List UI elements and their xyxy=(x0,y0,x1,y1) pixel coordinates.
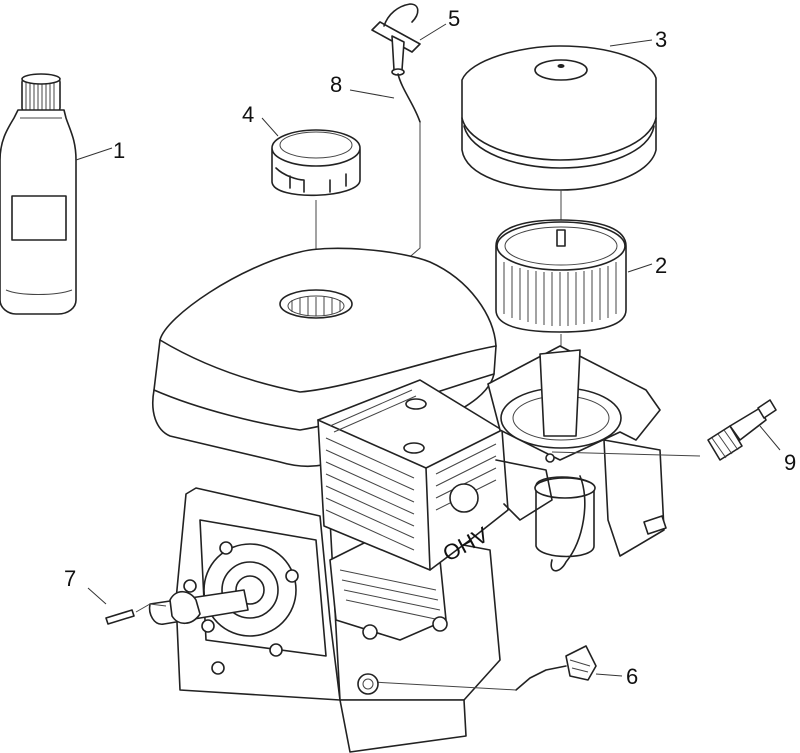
engine-assembly: OHV xyxy=(148,247,667,753)
air-filter-element-part xyxy=(495,219,627,436)
callout-8: 8 xyxy=(330,72,342,97)
callout-1: 1 xyxy=(113,138,125,163)
oil-bottle-part xyxy=(0,73,77,315)
callout-7: 7 xyxy=(64,566,76,591)
callout-9: 9 xyxy=(784,450,796,475)
oil-dipstick-part xyxy=(357,645,597,695)
callout-5: 5 xyxy=(448,6,460,31)
spark-plug-part xyxy=(551,399,777,461)
callout-2: 2 xyxy=(655,253,667,278)
leader-lines xyxy=(75,23,781,677)
callout-labels: 1 2 3 4 5 6 7 8 9 xyxy=(64,6,796,689)
callout-3: 3 xyxy=(655,27,667,52)
fuel-cap-part xyxy=(271,129,361,316)
callout-6: 6 xyxy=(626,664,638,689)
callout-4: 4 xyxy=(242,102,254,127)
shaft-key-part xyxy=(105,603,167,625)
air-filter-cover-part xyxy=(461,45,657,234)
t-handle-part xyxy=(371,3,421,263)
